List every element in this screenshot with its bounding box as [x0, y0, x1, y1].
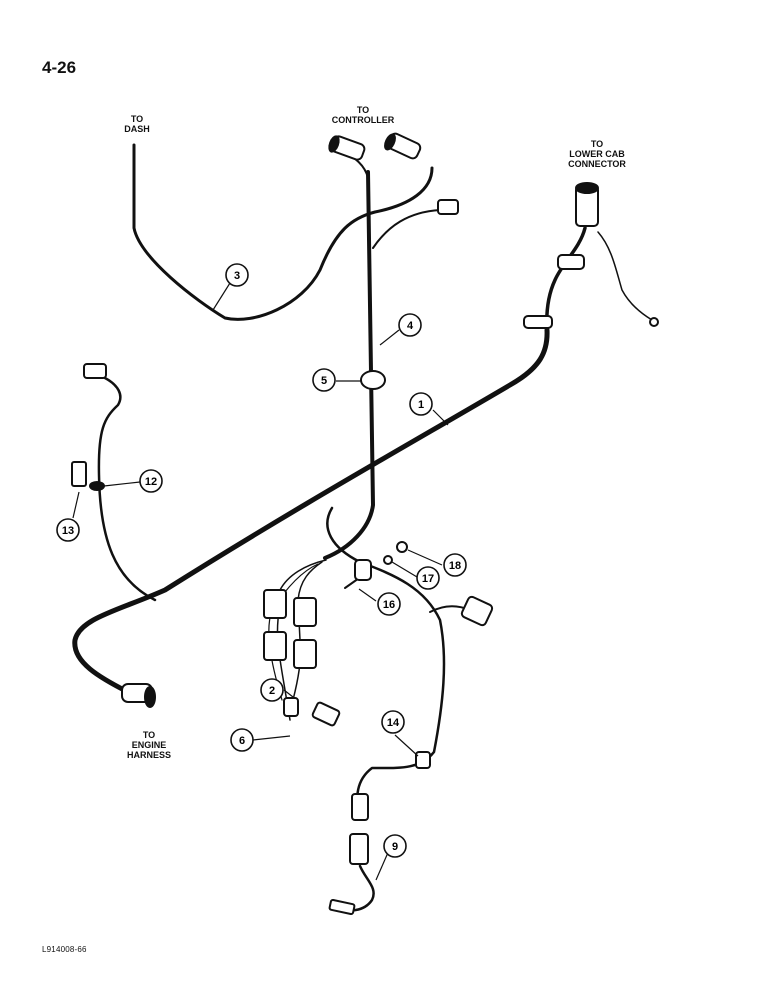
dash-harness: [132, 143, 434, 321]
callouts: 1 2 3 4 5 6 9 12: [56, 263, 467, 858]
label-to-dash: TO DASH: [112, 114, 162, 134]
label-to-controller-line2: CONTROLLER: [331, 115, 395, 125]
callout-6-text: 6: [239, 735, 245, 747]
callout-16-text: 16: [383, 599, 395, 611]
lower-connector-male: [349, 833, 369, 865]
callout-5: 5: [312, 368, 336, 392]
label-to-lower-cab-connector: TO LOWER CAB CONNECTOR: [552, 139, 642, 169]
callout-2-text: 2: [269, 685, 275, 697]
label-to-engine-line1: TO: [142, 730, 156, 740]
page-number: 4-26: [42, 58, 77, 77]
ground-wire: [597, 231, 653, 321]
lamp-connector: [83, 363, 107, 379]
label-to-controller-line1: TO: [356, 105, 370, 115]
lamp-harness: [97, 376, 157, 602]
harness-connector-lower-right: [293, 639, 317, 669]
label-to-controller: TO CONTROLLER: [318, 105, 408, 125]
label-to-dash-line1: TO: [130, 114, 144, 124]
lamp-bracket: [71, 461, 87, 487]
bundle-clip: [283, 697, 299, 717]
callout-4-text: 4: [407, 320, 414, 332]
bundle-connector: [311, 701, 341, 727]
figure-code: L914008-66: [42, 945, 87, 954]
label-to-engine-line2: ENGINE: [131, 740, 167, 750]
lower-connector-female: [351, 793, 369, 821]
callout-6: 6: [230, 728, 254, 752]
callout-4: 4: [398, 313, 422, 337]
callout-17-text: 17: [422, 573, 434, 585]
wire-bundle: [276, 559, 327, 721]
harness-connector-lower-left: [263, 631, 287, 661]
nut: [396, 541, 408, 553]
engine-connector: [121, 683, 156, 708]
speed-sensor: [328, 898, 356, 916]
callout-14: 14: [381, 710, 405, 734]
label-to-dash-line2: DASH: [124, 124, 150, 134]
callout-9-text: 9: [392, 841, 398, 853]
callout-1: 1: [409, 392, 433, 416]
small-connector-lead: [372, 209, 441, 249]
controller-harness: [323, 170, 375, 560]
callout-3-text: 3: [234, 270, 240, 282]
callout-18-text: 18: [449, 560, 461, 572]
lamp-fastener: [89, 481, 105, 491]
cable-clamp-upper: [557, 254, 585, 270]
label-to-lower-cab-line3: CONNECTOR: [568, 159, 626, 169]
washer: [383, 555, 393, 565]
callout-3: 3: [225, 263, 249, 287]
callout-1-text: 1: [418, 399, 424, 411]
lower-cab-connector: [575, 182, 599, 227]
callout-13: 13: [56, 518, 80, 542]
callout-2: 2: [260, 678, 284, 702]
ground-terminal: [649, 317, 659, 327]
controller-connector-left: [328, 135, 366, 161]
cable-clamp-lower: [523, 315, 553, 329]
callout-17: 17: [416, 566, 440, 590]
harness-connector-upper-right: [293, 597, 317, 627]
callout-9: 9: [383, 834, 407, 858]
label-to-lower-cab-line2: LOWER CAB: [569, 149, 625, 159]
lower-cab-connector-lead: [545, 226, 587, 332]
harness-connector-upper-left: [263, 589, 287, 619]
wire-clip: [415, 751, 431, 769]
label-to-engine-line3: HARNESS: [126, 750, 171, 760]
callout-14-text: 14: [387, 717, 400, 729]
label-to-engine-harness: TO ENGINE HARNESS: [104, 730, 194, 760]
callout-18: 18: [443, 553, 467, 577]
callout-13-text: 13: [62, 525, 74, 537]
branch-connector: [460, 595, 494, 627]
main-harness: [72, 327, 550, 696]
controller-connector-right: [384, 132, 422, 160]
callout-12: 12: [139, 469, 163, 493]
callout-12-text: 12: [145, 476, 157, 488]
grommet: [360, 370, 386, 390]
callout-5-text: 5: [321, 375, 327, 387]
label-to-lower-cab-line1: TO: [590, 139, 604, 149]
small-connector: [437, 199, 459, 215]
callout-16: 16: [377, 592, 401, 616]
harness-clamp: [354, 559, 372, 581]
